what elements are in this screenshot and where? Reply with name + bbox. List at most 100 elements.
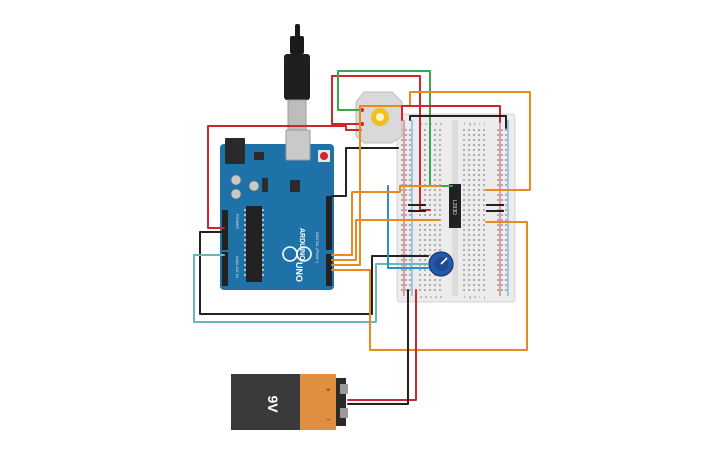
- breadboard-hole[interactable]: [401, 214, 403, 216]
- breadboard-hole[interactable]: [463, 234, 465, 236]
- breadboard-hole[interactable]: [478, 159, 480, 161]
- breadboard-hole[interactable]: [473, 249, 475, 251]
- breadboard-hole[interactable]: [434, 199, 436, 201]
- breadboard-hole[interactable]: [409, 279, 411, 281]
- breadboard-hole[interactable]: [429, 224, 431, 226]
- breadboard-hole[interactable]: [468, 169, 470, 171]
- breadboard-hole[interactable]: [405, 239, 407, 241]
- breadboard-hole[interactable]: [409, 154, 411, 156]
- breadboard-hole[interactable]: [478, 164, 480, 166]
- breadboard-hole[interactable]: [497, 199, 499, 201]
- breadboard-hole[interactable]: [409, 159, 411, 161]
- breadboard-hole[interactable]: [434, 169, 436, 171]
- breadboard-hole[interactable]: [473, 279, 475, 281]
- breadboard-hole[interactable]: [405, 289, 407, 291]
- breadboard-hole[interactable]: [501, 219, 503, 221]
- breadboard-hole[interactable]: [478, 229, 480, 231]
- breadboard-hole[interactable]: [405, 209, 407, 211]
- breadboard-hole[interactable]: [501, 174, 503, 176]
- breadboard-hole[interactable]: [468, 284, 470, 286]
- breadboard-hole[interactable]: [439, 229, 441, 231]
- breadboard-hole[interactable]: [463, 284, 465, 286]
- breadboard-hole[interactable]: [463, 164, 465, 166]
- breadboard-hole[interactable]: [405, 244, 407, 246]
- breadboard-hole[interactable]: [501, 254, 503, 256]
- breadboard-hole[interactable]: [405, 274, 407, 276]
- breadboard-hole[interactable]: [468, 224, 470, 226]
- breadboard-hole[interactable]: [473, 184, 475, 186]
- breadboard-hole[interactable]: [505, 194, 507, 196]
- breadboard-hole[interactable]: [483, 289, 485, 291]
- breadboard-hole[interactable]: [409, 194, 411, 196]
- breadboard-hole[interactable]: [409, 229, 411, 231]
- breadboard-hole[interactable]: [439, 189, 441, 191]
- breadboard-hole[interactable]: [429, 284, 431, 286]
- breadboard-hole[interactable]: [434, 214, 436, 216]
- breadboard-hole[interactable]: [473, 254, 475, 256]
- breadboard-hole[interactable]: [473, 174, 475, 176]
- breadboard-hole[interactable]: [497, 264, 499, 266]
- breadboard-hole[interactable]: [401, 199, 403, 201]
- breadboard-hole[interactable]: [424, 284, 426, 286]
- breadboard-hole[interactable]: [501, 129, 503, 131]
- breadboard-hole[interactable]: [505, 199, 507, 201]
- breadboard-hole[interactable]: [401, 169, 403, 171]
- breadboard-hole[interactable]: [473, 169, 475, 171]
- breadboard-hole[interactable]: [497, 274, 499, 276]
- breadboard-hole[interactable]: [434, 174, 436, 176]
- breadboard-hole[interactable]: [497, 154, 499, 156]
- breadboard-hole[interactable]: [434, 279, 436, 281]
- breadboard-hole[interactable]: [497, 219, 499, 221]
- breadboard-hole[interactable]: [505, 214, 507, 216]
- breadboard-hole[interactable]: [468, 214, 470, 216]
- breadboard-hole[interactable]: [401, 139, 403, 141]
- breadboard-hole[interactable]: [468, 254, 470, 256]
- breadboard-hole[interactable]: [497, 284, 499, 286]
- breadboard-hole[interactable]: [419, 239, 421, 241]
- breadboard-hole[interactable]: [463, 134, 465, 136]
- breadboard-hole[interactable]: [483, 159, 485, 161]
- breadboard-hole[interactable]: [478, 179, 480, 181]
- breadboard-hole[interactable]: [463, 129, 465, 131]
- breadboard-hole[interactable]: [434, 149, 436, 151]
- breadboard-hole[interactable]: [424, 259, 426, 261]
- breadboard-hole[interactable]: [478, 154, 480, 156]
- breadboard-hole[interactable]: [405, 154, 407, 156]
- breadboard-hole[interactable]: [439, 214, 441, 216]
- breadboard-hole[interactable]: [497, 289, 499, 291]
- breadboard-hole[interactable]: [429, 289, 431, 291]
- breadboard-hole[interactable]: [419, 284, 421, 286]
- potentiometer-icon[interactable]: [428, 251, 454, 277]
- breadboard-hole[interactable]: [483, 149, 485, 151]
- breadboard-hole[interactable]: [401, 279, 403, 281]
- breadboard-hole[interactable]: [463, 154, 465, 156]
- breadboard-hole[interactable]: [439, 279, 441, 281]
- breadboard-hole[interactable]: [478, 204, 480, 206]
- breadboard-hole[interactable]: [468, 149, 470, 151]
- breadboard-hole[interactable]: [497, 144, 499, 146]
- breadboard-hole[interactable]: [405, 134, 407, 136]
- breadboard-hole[interactable]: [468, 264, 470, 266]
- breadboard-hole[interactable]: [478, 189, 480, 191]
- breadboard-hole[interactable]: [434, 249, 436, 251]
- breadboard-hole[interactable]: [424, 214, 426, 216]
- breadboard-hole[interactable]: [483, 194, 485, 196]
- breadboard-hole[interactable]: [473, 159, 475, 161]
- breadboard-hole[interactable]: [424, 239, 426, 241]
- breadboard-hole[interactable]: [483, 234, 485, 236]
- breadboard-hole[interactable]: [483, 224, 485, 226]
- breadboard-hole[interactable]: [505, 254, 507, 256]
- breadboard-hole[interactable]: [468, 279, 470, 281]
- breadboard-hole[interactable]: [497, 244, 499, 246]
- breadboard-hole[interactable]: [419, 214, 421, 216]
- breadboard-hole[interactable]: [439, 129, 441, 131]
- breadboard-hole[interactable]: [501, 229, 503, 231]
- breadboard-hole[interactable]: [401, 289, 403, 291]
- breadboard-hole[interactable]: [405, 259, 407, 261]
- breadboard-hole[interactable]: [483, 204, 485, 206]
- breadboard-hole[interactable]: [409, 274, 411, 276]
- breadboard-hole[interactable]: [401, 179, 403, 181]
- breadboard-hole[interactable]: [483, 199, 485, 201]
- breadboard-hole[interactable]: [434, 159, 436, 161]
- breadboard-hole[interactable]: [497, 254, 499, 256]
